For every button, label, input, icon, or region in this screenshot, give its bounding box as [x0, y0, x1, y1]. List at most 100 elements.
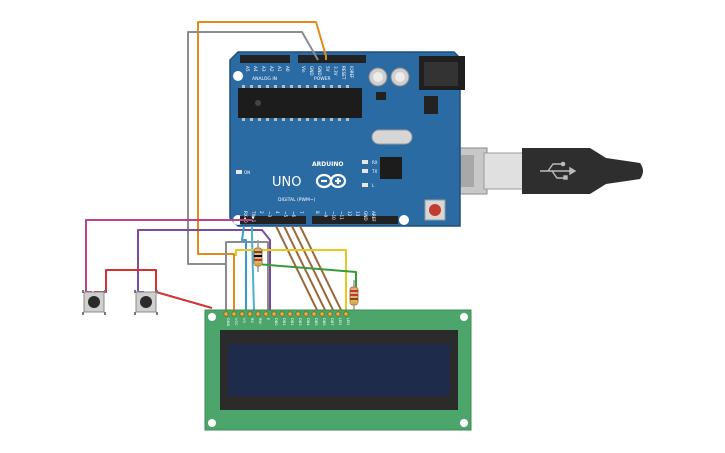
push-button-2[interactable] — [134, 290, 158, 315]
mount-hole — [460, 313, 468, 321]
digital-pin-4: 4 — [275, 211, 280, 214]
lcd-pin-label: RS — [250, 318, 254, 323]
digital-pin-aref: AREF — [371, 211, 376, 222]
digital-pin-12: 12 — [347, 211, 352, 217]
analog-header — [240, 55, 290, 63]
lcd-pin-label: DB1 — [282, 318, 286, 326]
mount-hole — [233, 71, 243, 81]
digital-header-high — [312, 216, 398, 224]
lcd-pin-label: DB4 — [306, 318, 310, 326]
digital-pin-5: ~5 — [283, 211, 288, 218]
lcd-pin-label: DB5 — [314, 318, 318, 326]
digital-pin-6: ~6 — [291, 211, 296, 218]
crystal-oscillator — [371, 129, 413, 145]
power-pin-vin: Vin — [301, 66, 306, 73]
lcd-pin[interactable] — [303, 311, 309, 317]
arduino-board: A5 A4 A3 A2 A1 A0 Vin GND GND 5V 3.3V RE… — [229, 51, 465, 227]
lcd-pin[interactable] — [263, 311, 269, 317]
digital-header-label: DIGITAL (PWM~) — [278, 197, 316, 203]
capacitor-top — [395, 72, 405, 82]
power-header-label: POWER — [314, 76, 331, 82]
wire-cyan-rs[interactable] — [241, 225, 247, 312]
small-chip — [376, 92, 386, 100]
digital-pin-13: 13 — [355, 211, 360, 217]
mount-hole — [208, 313, 216, 321]
l-led — [362, 183, 368, 187]
lcd-pin[interactable] — [239, 311, 245, 317]
lcd-pin-label: DB7 — [330, 318, 334, 326]
lcd-pin[interactable] — [343, 311, 349, 317]
lcd-pin-label: DB6 — [322, 318, 326, 326]
lcd-pin[interactable] — [247, 311, 253, 317]
digital-pin-3: ~3 — [267, 211, 272, 218]
lcd-pin[interactable] — [335, 311, 341, 317]
lcd-pin[interactable] — [231, 311, 237, 317]
lcd-pin-label: DB3 — [298, 318, 302, 326]
reset-button-cap[interactable] — [429, 204, 441, 216]
power-pin-5v: 5V — [325, 66, 330, 72]
resistor-2 — [349, 280, 359, 314]
lcd-pin[interactable] — [223, 311, 229, 317]
rx-led-label: RX — [372, 160, 378, 165]
digital-pin-8: 8 — [315, 211, 320, 214]
usb-chip — [380, 157, 402, 179]
lcd-pin[interactable] — [295, 311, 301, 317]
on-led-label: ON — [244, 170, 250, 175]
lcd-pin[interactable] — [311, 311, 317, 317]
lcd-pin-label: LED — [338, 318, 342, 325]
wire-orange-5v[interactable] — [197, 21, 327, 312]
lcd-pin-label: VCC — [234, 318, 238, 326]
capacitor-top — [373, 72, 383, 82]
usb-plug-metal — [483, 152, 527, 190]
lcd-pin[interactable] — [287, 311, 293, 317]
power-jack-inner — [424, 62, 458, 86]
analog-header-label: ANALOG IN — [252, 76, 277, 82]
arduino-logo — [315, 173, 347, 189]
lcd-pin[interactable] — [279, 311, 285, 317]
usb-plug-body — [522, 148, 643, 194]
digital-pin-2: 2 — [259, 211, 264, 214]
digital-pin-gnd: GND — [363, 211, 368, 221]
wire-brown-d4[interactable] — [275, 225, 319, 313]
lcd-pin-label: LED — [346, 318, 350, 325]
analog-pin-a5: A5 — [245, 66, 250, 72]
lcd-pin-label: E — [266, 318, 270, 321]
wire-gray-gnd[interactable] — [187, 31, 319, 312]
power-pin-gnd-2: GND — [317, 66, 322, 76]
tx-led — [362, 169, 368, 173]
lcd-pin-label: RW — [258, 318, 262, 324]
lcd-pin[interactable] — [319, 311, 325, 317]
wire-cyan-e[interactable] — [251, 226, 255, 313]
digital-pin-tx1: TX▶1 — [251, 210, 256, 223]
analog-pin-a4: A4 — [253, 66, 258, 72]
push-button-1[interactable] — [82, 290, 106, 315]
lcd-pin-label: DB0 — [274, 318, 278, 326]
tx-led-label: TX — [371, 169, 377, 174]
brand-label: ARDUINO — [312, 161, 343, 168]
l-led-label: L — [372, 183, 375, 188]
digital-pin-10: ~10 — [331, 211, 336, 220]
wire-yellow-led[interactable] — [235, 249, 347, 312]
analog-pin-a1: A1 — [277, 66, 282, 72]
lcd-pin[interactable] — [271, 311, 277, 317]
digital-pin-rx0: RX◀0 — [243, 211, 248, 223]
analog-pin-a0: A0 — [285, 66, 290, 72]
lcd-pin[interactable] — [327, 311, 333, 317]
digital-header-low — [240, 216, 306, 224]
wire-green-contrast[interactable] — [255, 263, 357, 290]
resistor-1 — [253, 240, 263, 272]
digital-pin-9: ~9 — [323, 211, 328, 218]
power-header — [298, 55, 366, 63]
wire-brown-d5[interactable] — [283, 225, 327, 313]
chip-notch — [255, 100, 261, 106]
mount-hole — [208, 419, 216, 427]
chip-pins — [242, 85, 349, 121]
lcd-pin-label: V0 — [242, 318, 246, 323]
lcd-screen — [228, 344, 450, 396]
lcd-pin-label: GND — [226, 318, 230, 326]
rx-led — [362, 160, 368, 164]
lcd-pin[interactable] — [255, 311, 261, 317]
power-pin-ioref: IOREF — [349, 66, 354, 79]
